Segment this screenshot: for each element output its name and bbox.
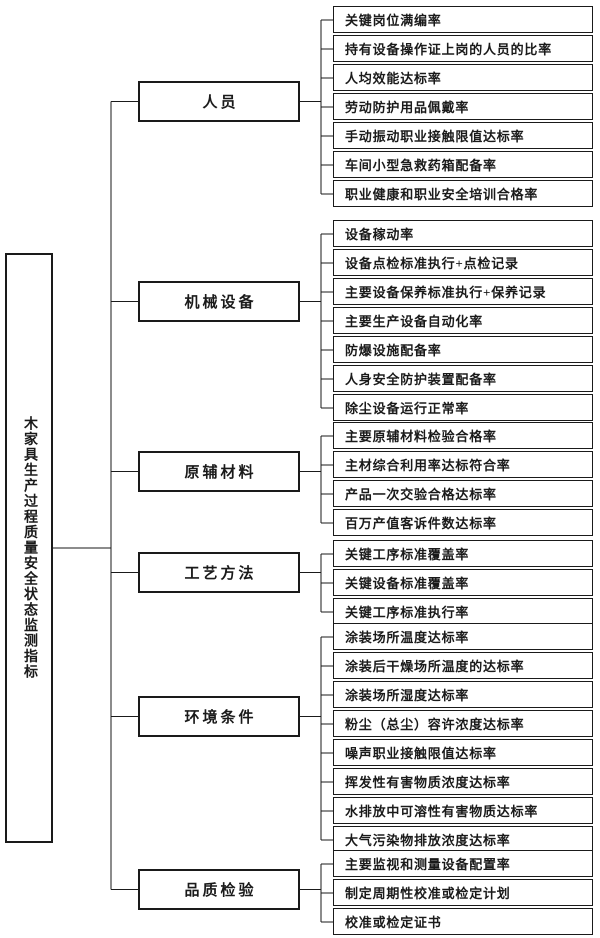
leaf-label: 水排放中可溶性有害物质达标率 xyxy=(345,804,539,819)
leaf-node: 职业健康和职业安全培训合格率 xyxy=(333,180,593,207)
category-node-quality-inspection: 品质检验 xyxy=(138,869,300,910)
leaf-label: 车间小型急救药箱配备率 xyxy=(345,158,497,173)
leaf-group-raw-auxiliary-materials: 主要原辅材料检验合格率 主材综合利用率达标符合率 产品一次交验合格达标率 百万产… xyxy=(333,422,593,538)
leaf-node: 除尘设备运行正常率 xyxy=(333,394,593,421)
leaf-node: 劳动防护用品佩戴率 xyxy=(333,93,593,120)
category-node-machinery-equipment: 机械设备 xyxy=(138,281,300,322)
leaf-group-personnel: 关键岗位满编率 持有设备操作证上岗的人员的比率 人均效能达标率 劳动防护用品佩戴… xyxy=(333,6,593,209)
leaf-label: 挥发性有害物质浓度达标率 xyxy=(345,775,511,790)
leaf-node: 产品一次交验合格达标率 xyxy=(333,480,593,507)
leaf-node: 设备稼动率 xyxy=(333,220,593,247)
leaf-node: 人身安全防护装置配备率 xyxy=(333,365,593,392)
category-label: 环境条件 xyxy=(184,710,257,726)
leaf-group-machinery-equipment: 设备稼动率 设备点检标准执行+点检记录 主要设备保养标准执行+保养记录 主要生产… xyxy=(333,220,593,423)
leaf-label: 持有设备操作证上岗的人员的比率 xyxy=(345,42,553,57)
leaf-label: 大气污染物排放浓度达标率 xyxy=(345,833,511,848)
leaf-node: 人均效能达标率 xyxy=(333,64,593,91)
leaf-label: 校准或检定证书 xyxy=(345,915,442,930)
category-label: 工艺方法 xyxy=(184,566,257,582)
leaf-node: 噪声职业接触限值达标率 xyxy=(333,739,593,766)
leaf-node: 设备点检标准执行+点检记录 xyxy=(333,249,593,276)
leaf-node: 大气污染物排放浓度达标率 xyxy=(333,826,593,853)
category-node-process-methods: 工艺方法 xyxy=(138,552,300,593)
leaf-node: 涂装后干燥场所温度的达标率 xyxy=(333,652,593,679)
leaf-node: 主要设备保养标准执行+保养记录 xyxy=(333,278,593,305)
leaf-label: 关键岗位满编率 xyxy=(345,13,442,28)
leaf-node: 涂装场所湿度达标率 xyxy=(333,681,593,708)
leaf-node: 主要原辅材料检验合格率 xyxy=(333,422,593,449)
leaf-label: 涂装后干燥场所温度的达标率 xyxy=(345,659,525,674)
leaf-node: 防爆设施配备率 xyxy=(333,336,593,363)
leaf-label: 关键工序标准执行率 xyxy=(345,605,470,620)
leaf-node: 水排放中可溶性有害物质达标率 xyxy=(333,797,593,824)
leaf-group-process-methods: 关键工序标准覆盖率 关键设备标准覆盖率 关键工序标准执行率 xyxy=(333,540,593,627)
leaf-node: 粉尘（总尘）容许浓度达标率 xyxy=(333,710,593,737)
leaf-label: 噪声职业接触限值达标率 xyxy=(345,746,497,761)
category-node-personnel: 人员 xyxy=(138,81,300,122)
leaf-node: 手动振动职业接触限值达标率 xyxy=(333,122,593,149)
category-label: 机械设备 xyxy=(184,295,257,311)
leaf-label: 职业健康和职业安全培训合格率 xyxy=(345,187,539,202)
leaf-group-environmental-conditions: 涂装场所温度达标率 涂装后干燥场所温度的达标率 涂装场所湿度达标率 粉尘（总尘）… xyxy=(333,623,593,855)
leaf-label: 劳动防护用品佩戴率 xyxy=(345,100,470,115)
leaf-node: 涂装场所温度达标率 xyxy=(333,623,593,650)
leaf-label: 人均效能达标率 xyxy=(345,71,442,86)
leaf-node: 主材综合利用率达标符合率 xyxy=(333,451,593,478)
leaf-label: 主要监视和测量设备配置率 xyxy=(345,857,511,872)
leaf-label: 除尘设备运行正常率 xyxy=(345,401,470,416)
leaf-node: 百万产值客诉件数达标率 xyxy=(333,509,593,536)
leaf-label: 关键设备标准覆盖率 xyxy=(345,576,470,591)
leaf-label: 产品一次交验合格达标率 xyxy=(345,487,497,502)
leaf-node: 关键岗位满编率 xyxy=(333,6,593,33)
category-node-raw-auxiliary-materials: 原辅材料 xyxy=(138,451,300,492)
leaf-node: 关键设备标准覆盖率 xyxy=(333,569,593,596)
leaf-label: 关键工序标准覆盖率 xyxy=(345,547,470,562)
leaf-label: 设备点检标准执行+点检记录 xyxy=(345,256,519,271)
leaf-label: 百万产值客诉件数达标率 xyxy=(345,516,497,531)
leaf-label: 人身安全防护装置配备率 xyxy=(345,372,497,387)
leaf-node: 关键工序标准覆盖率 xyxy=(333,540,593,567)
category-node-environmental-conditions: 环境条件 xyxy=(138,696,300,737)
leaf-label: 涂装场所湿度达标率 xyxy=(345,688,470,703)
leaf-node: 校准或检定证书 xyxy=(333,908,593,935)
leaf-label: 设备稼动率 xyxy=(345,227,415,242)
leaf-node: 挥发性有害物质浓度达标率 xyxy=(333,768,593,795)
leaf-node: 车间小型急救药箱配备率 xyxy=(333,151,593,178)
category-label: 品质检验 xyxy=(184,883,257,899)
leaf-label: 防爆设施配备率 xyxy=(345,343,442,358)
leaf-label: 主要设备保养标准执行+保养记录 xyxy=(345,285,547,300)
root-node: 木家具生产过程质量安全状态监测指标 xyxy=(5,253,53,843)
leaf-node: 持有设备操作证上岗的人员的比率 xyxy=(333,35,593,62)
leaf-stub-lines xyxy=(321,19,333,923)
leaf-node: 关键工序标准执行率 xyxy=(333,598,593,625)
leaf-node: 主要生产设备自动化率 xyxy=(333,307,593,334)
leaf-label: 粉尘（总尘）容许浓度达标率 xyxy=(345,717,525,732)
leaf-label: 主要生产设备自动化率 xyxy=(345,314,484,329)
leaf-label: 手动振动职业接触限值达标率 xyxy=(345,129,525,144)
category-stub-lines xyxy=(111,100,321,891)
leaf-node: 主要监视和测量设备配置率 xyxy=(333,850,593,877)
leaf-node: 制定周期性校准或检定计划 xyxy=(333,879,593,906)
leaf-label: 主材综合利用率达标符合率 xyxy=(345,458,511,473)
category-label: 人员 xyxy=(202,95,239,111)
root-label: 木家具生产过程质量安全状态监测指标 xyxy=(22,416,37,680)
leaf-label: 主要原辅材料检验合格率 xyxy=(345,429,497,444)
leaf-group-quality-inspection: 主要监视和测量设备配置率 制定周期性校准或检定计划 校准或检定证书 xyxy=(333,850,593,937)
leaf-label: 制定周期性校准或检定计划 xyxy=(345,886,511,901)
leaf-label: 涂装场所温度达标率 xyxy=(345,630,470,645)
category-label: 原辅材料 xyxy=(184,465,257,481)
